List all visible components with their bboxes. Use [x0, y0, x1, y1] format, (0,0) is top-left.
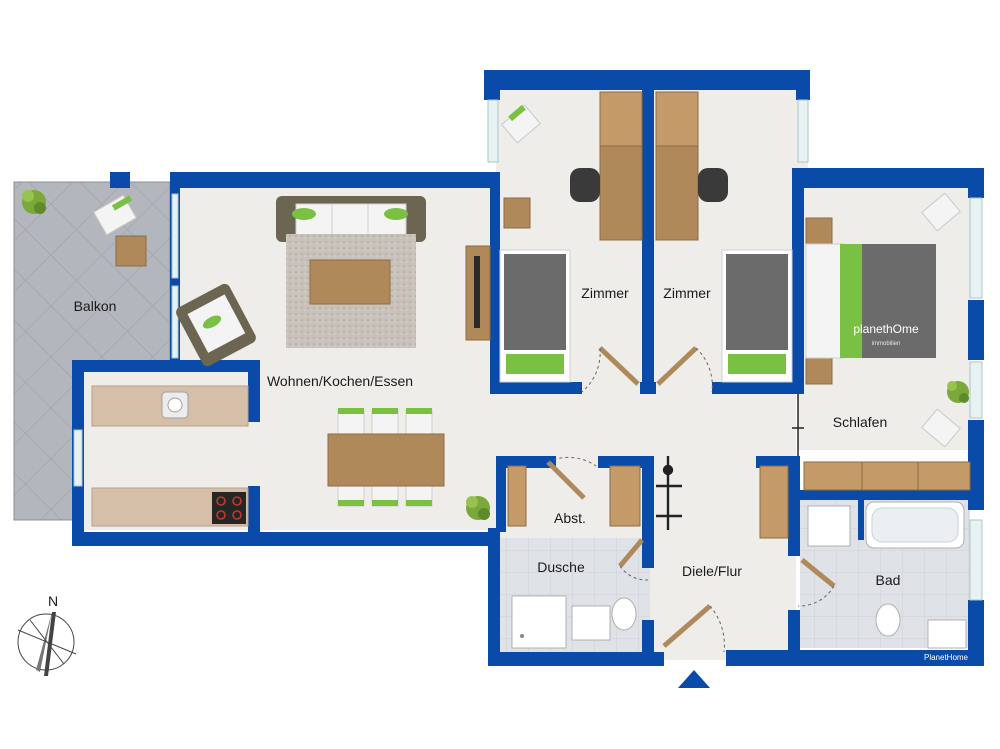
- entrance-arrow-icon: [678, 670, 710, 688]
- compass-icon: [17, 612, 77, 676]
- room-label-diele: Diele/Flur: [682, 563, 742, 579]
- kitchen-counter-bottom: [91, 487, 249, 527]
- plant-icon: [466, 496, 490, 520]
- bed-logo: planethOme immobilien: [853, 322, 919, 347]
- shower-fixtures: [511, 595, 637, 649]
- zimmer-2-furniture: [655, 91, 793, 383]
- room-label-schlafen: Schlafen: [833, 414, 887, 430]
- room-label-dusche: Dusche: [537, 559, 585, 575]
- balcony-furniture: [93, 194, 147, 267]
- room-label-zimmer-2: Zimmer: [663, 285, 711, 301]
- svg-text:planethOme: planethOme: [853, 322, 919, 336]
- watermark: PlanetHome: [924, 653, 969, 662]
- bicycle-icon: [656, 456, 682, 530]
- plant-icon: [947, 381, 969, 403]
- windows: [73, 99, 983, 601]
- room-label-balkon: Balkon: [74, 298, 117, 314]
- armchair: [176, 283, 256, 367]
- doors: [546, 346, 836, 653]
- dining-set: [327, 408, 445, 507]
- plant-icon: [22, 190, 46, 214]
- tv-unit: [465, 245, 491, 341]
- kitchen-counter-top: [91, 385, 249, 427]
- bedroom-furniture: [803, 192, 971, 491]
- room-label-bad: Bad: [876, 572, 901, 588]
- coffee-table: [309, 259, 391, 305]
- room-label-wohnen: Wohnen/Kochen/Essen: [267, 373, 413, 389]
- svg-text:immobilien: immobilien: [872, 341, 901, 347]
- compass-north-label: N: [48, 593, 58, 609]
- room-label-abst: Abst.: [554, 510, 586, 526]
- zimmer-1-furniture: [499, 91, 643, 383]
- bath-fixtures: [807, 501, 967, 649]
- storage-shelves: [507, 465, 789, 539]
- room-label-zimmer-1: Zimmer: [581, 285, 629, 301]
